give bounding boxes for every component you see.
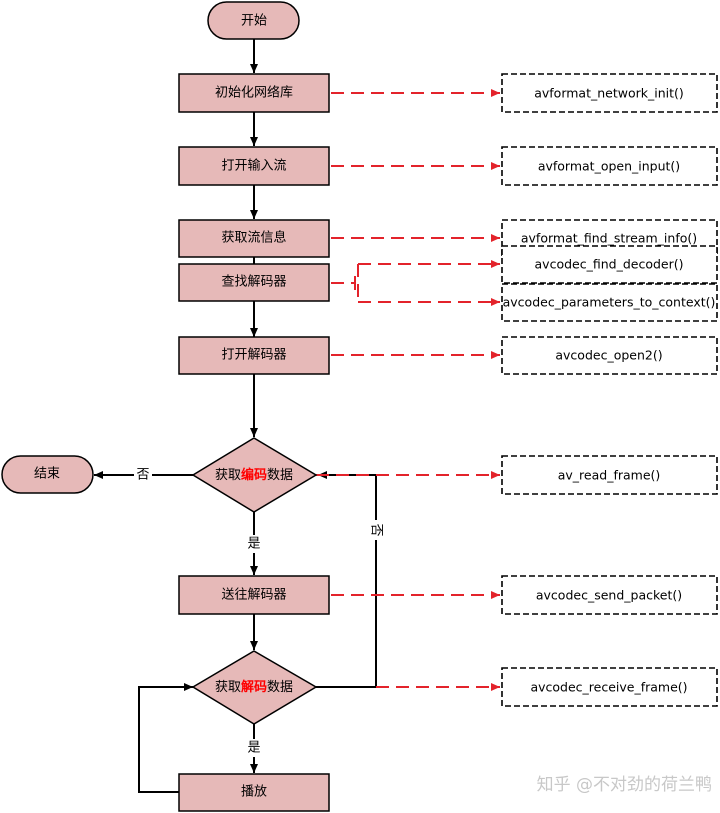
api-box-receive-frame: avcodec_receive_frame() [501,667,718,707]
api-label-receive-frame: avcodec_receive_frame() [530,680,687,695]
node-init-network: 初始化网络库 [178,73,330,113]
node-end: 结束 [1,455,94,494]
node-get-encoded-pre: 获取 [215,468,241,483]
api-label-parameters-to-context: avcodec_parameters_to_context() [503,295,716,310]
node-find-stream-info-label: 获取流信息 [221,230,286,246]
api-box-find-decoder: avcodec_find_decoder() [501,245,718,284]
node-get-encoded-post: 数据 [267,468,293,483]
api-box-open-input: avformat_open_input() [501,146,718,186]
node-get-decoded-post: 数据 [267,680,293,695]
api-box-network-init: avformat_network_init() [501,73,718,113]
node-start: 开始 [207,1,300,40]
api-box-open2: avcodec_open2() [501,336,718,375]
node-get-decoded-data: 获取解码数据 [191,650,318,725]
api-label-find-decoder: avcodec_find_decoder() [535,257,684,272]
node-start-label: 开始 [241,14,267,29]
node-end-label: 结束 [34,467,60,482]
node-play-label: 播放 [241,785,267,800]
watermark: 知乎 @不对劲的荷兰鸭 [537,775,712,795]
api-box-parameters-to-context: avcodec_parameters_to_context() [501,283,718,322]
node-play: 播放 [178,773,330,812]
api-label-open-input: avformat_open_input() [538,159,680,174]
api-label-send-packet: avcodec_send_packet() [536,588,682,603]
node-get-decoded-label: 获取解码数据 [215,679,293,695]
api-box-send-packet: avcodec_send_packet() [501,575,718,615]
edge-label-yes-play: 是 [247,741,260,756]
api-label-read-frame: av_read_frame() [558,468,661,483]
node-send-to-decoder: 送往解码器 [178,575,330,615]
api-connectors [316,89,500,691]
node-init-network-label: 初始化网络库 [215,85,293,101]
node-open-decoder-label: 打开解码器 [221,348,286,363]
node-find-decoder-label: 查找解码器 [221,275,286,290]
node-get-decoded-pre: 获取 [215,680,241,695]
edge-label-yes-send: 是 [247,537,260,552]
edge-label-no-end: 否 [136,468,149,483]
node-get-decoded-highlight: 解码 [240,679,267,695]
node-find-decoder: 查找解码器 [178,263,330,302]
api-label-find-stream-info: avformat_find_stream_info() [521,231,697,246]
node-open-decoder: 打开解码器 [178,336,330,375]
node-get-encoded-highlight: 编码 [241,467,267,483]
node-send-to-decoder-label: 送往解码器 [221,588,286,603]
api-box-read-frame: av_read_frame() [501,455,718,495]
node-get-encoded-label: 获取编码数据 [215,467,293,483]
arrow-play-loop-back [138,683,193,793]
api-label-open2: avcodec_open2() [555,348,662,363]
api-label-network-init: avformat_network_init() [534,86,684,101]
node-get-encoded-data: 获取编码数据 [191,437,318,513]
node-open-input: 打开输入流 [178,146,330,186]
node-open-input-label: 打开输入流 [221,158,286,174]
edge-label-no-loop: 否 [369,523,384,536]
node-find-stream-info: 获取流信息 [178,219,330,258]
